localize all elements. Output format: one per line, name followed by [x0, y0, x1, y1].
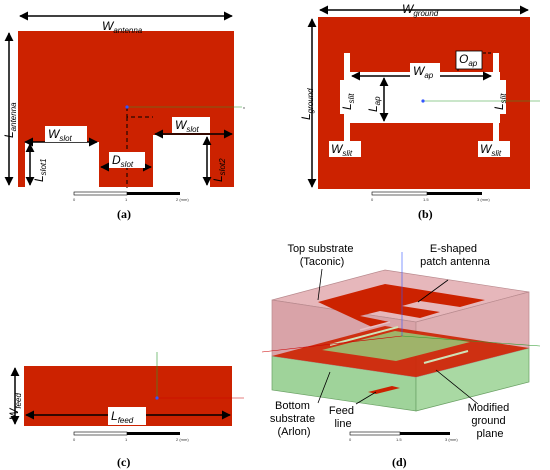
caption-a: (a) — [117, 207, 131, 221]
w-slit-right-label: Wslit — [480, 142, 502, 158]
w-feed-label: Wfeed — [7, 393, 23, 420]
annotation-top-substrate: Top substrate (Taconic) — [287, 243, 356, 268]
w-ground-label: Wground — [402, 2, 439, 18]
annotation-patch: E-shaped patch antenna — [420, 243, 491, 268]
svg-text:1: 1 — [125, 197, 128, 202]
panel-a: Wantenna Lantenna Wslot Wslot Dslot Lslo… — [2, 11, 245, 221]
svg-text:2 (mm): 2 (mm) — [176, 437, 189, 442]
annotation-feed-line: Feed line — [329, 405, 357, 430]
caption-b: (b) — [418, 207, 433, 221]
w-ap-label: Wap — [413, 64, 434, 80]
svg-text:3 (mm): 3 (mm) — [477, 197, 490, 202]
l-slot1-label: Lslot1 — [32, 158, 48, 182]
o-ap-label: Oap — [459, 52, 478, 68]
svg-text:0: 0 — [73, 437, 76, 442]
l-feed-label: Lfeed — [111, 409, 134, 425]
caption-c: (c) — [117, 455, 130, 469]
panel-d: Top substrate (Taconic) E-shaped patch a… — [261, 243, 541, 469]
panel-b: Wground Lground Wap Oap Lap Lslit Lslit … — [299, 2, 540, 221]
d-slot-label: Dslot — [112, 153, 134, 169]
l-ground-label: Lground — [299, 88, 315, 120]
svg-text:x: x — [243, 105, 245, 110]
svg-text:3 (mm): 3 (mm) — [445, 437, 458, 442]
l-slit-right-label: Lslit — [492, 93, 508, 110]
svg-text:0: 0 — [73, 197, 76, 202]
annotation-ground-plane: Modified ground plane — [468, 402, 513, 440]
e-shaped-patch — [18, 31, 234, 187]
caption-d: (d) — [392, 455, 407, 469]
annotation-bottom-substrate: Bottom substrate (Arlon) — [270, 400, 318, 438]
scale-bar-d: 0 1.5 3 (mm) — [349, 431, 458, 442]
svg-text:1.5: 1.5 — [396, 437, 402, 442]
w-antenna-label: Wantenna — [102, 19, 143, 35]
w-slot-right-label: Wslot — [175, 118, 200, 134]
l-slit-left-label: Lslit — [340, 93, 356, 110]
w-slot-left-label: Wslot — [48, 127, 73, 143]
panel-c: Wfeed Lfeed 0 1 2 (mm) (c) — [7, 352, 244, 469]
patch-3d — [318, 284, 485, 327]
svg-text:0: 0 — [371, 197, 374, 202]
scale-bar-a: 0 1 2 (mm) — [73, 191, 189, 202]
svg-text:2 (mm): 2 (mm) — [176, 197, 189, 202]
w-slit-left-label: Wslit — [331, 142, 353, 158]
svg-text:0: 0 — [349, 437, 352, 442]
scale-bar-b: 0 1.5 3 (mm) — [371, 191, 490, 202]
l-slot2-label: Lslot2 — [211, 158, 227, 182]
l-antenna-label: Lantenna — [2, 102, 18, 138]
scale-bar-c: 0 1 2 (mm) — [73, 431, 189, 442]
svg-text:1: 1 — [125, 437, 128, 442]
svg-text:1.5: 1.5 — [423, 197, 429, 202]
l-ap-label: Lap — [366, 96, 382, 112]
